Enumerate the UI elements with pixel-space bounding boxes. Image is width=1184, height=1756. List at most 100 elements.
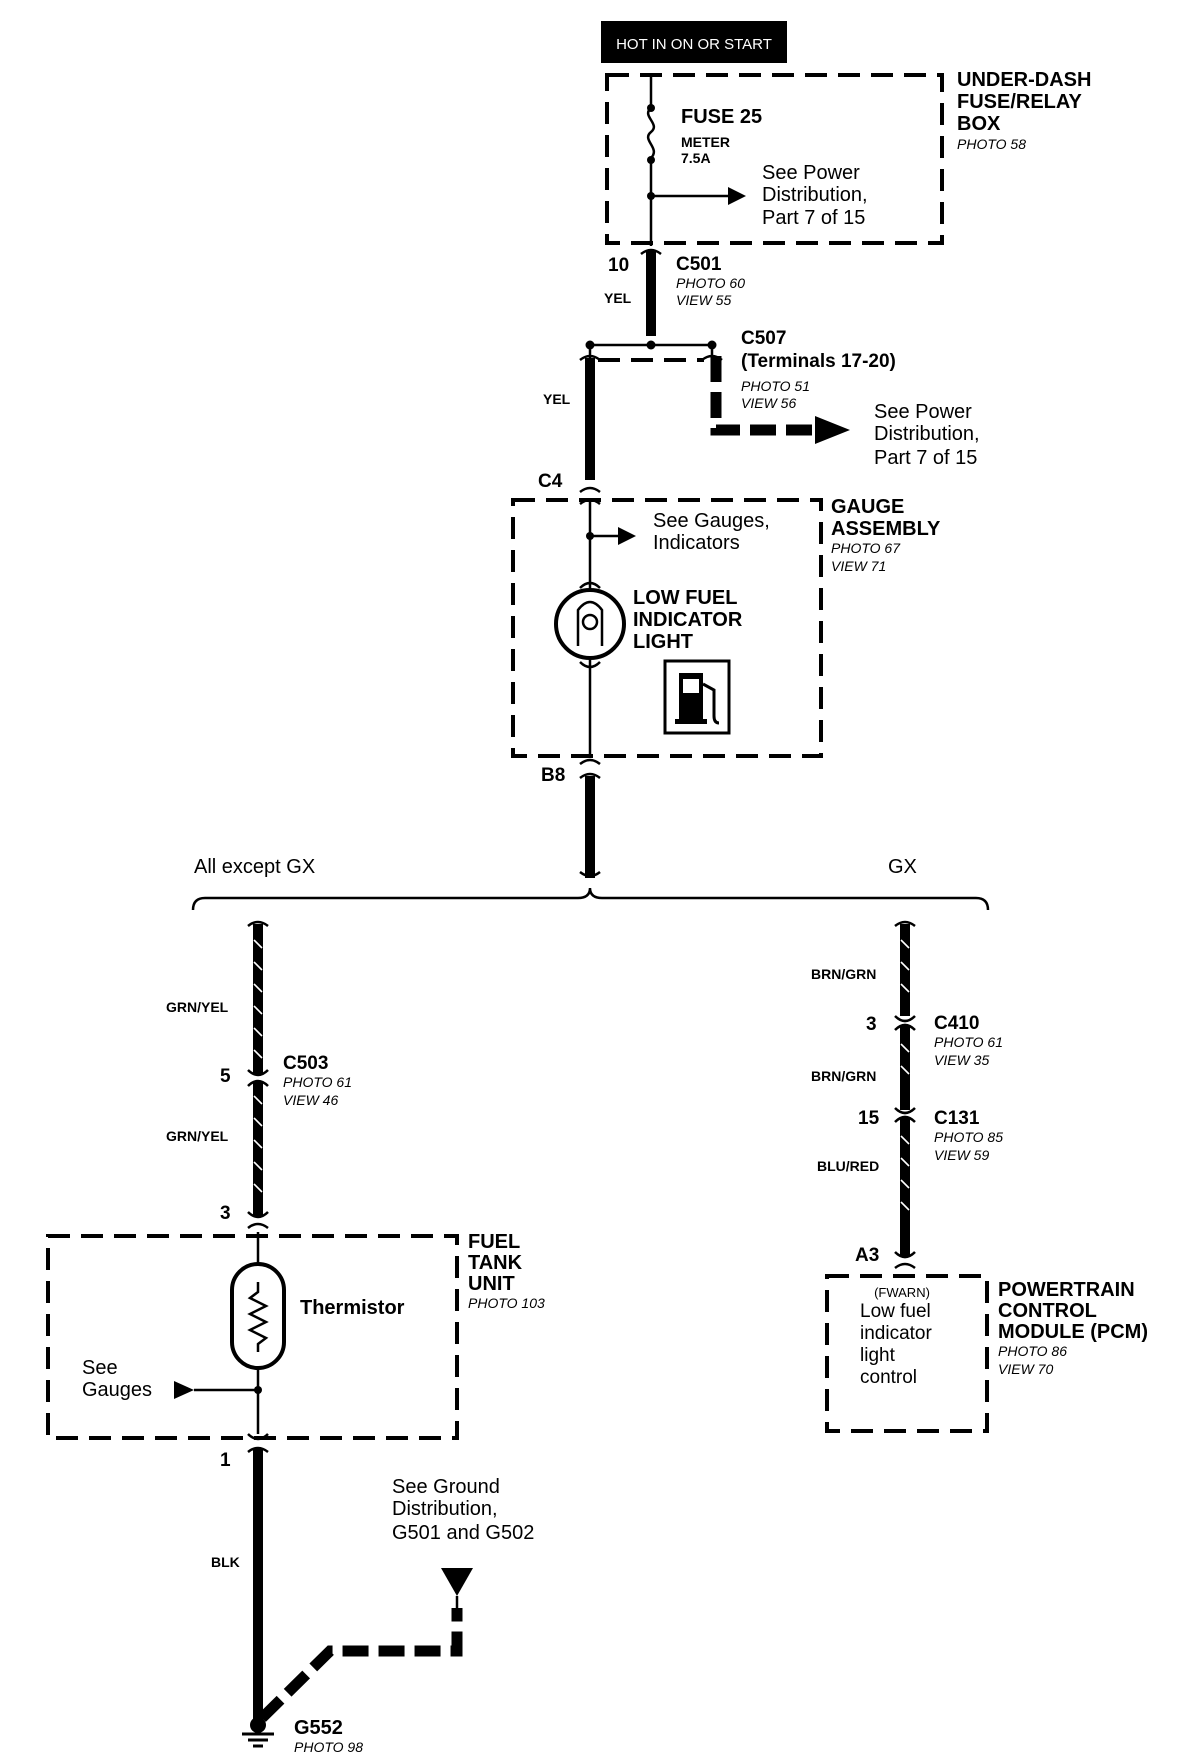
pcm-pin-in-connector [894,1262,916,1270]
gauge-name-2: ASSEMBLY [831,518,941,540]
see-power-1-line-2: Distribution, [762,184,868,206]
pcm-box [825,1274,989,1433]
c507-photo: PHOTO 51 [741,378,810,394]
c503-view: VIEW 46 [283,1092,338,1108]
pcm-line-3: light [860,1345,896,1366]
pcm-line-1: Low fuel [860,1301,931,1322]
left-wire-color-1: GRN/YEL [166,999,229,1015]
pcm-pin-in: A3 [855,1245,879,1266]
pcm-line-2: indicator [860,1323,932,1344]
fuel-pump-icon [663,659,731,735]
see-power-1-line-3: Part 7 of 15 [762,207,865,229]
branch-right-label: GX [888,856,917,878]
left-branch-wire [247,920,269,1219]
left-wire-color-2: GRN/YEL [166,1128,229,1144]
fuel-tank-see-1: See [82,1357,118,1379]
branch-left-label: All except GX [194,856,315,878]
fuel-tank-name-3: UNIT [468,1273,515,1295]
right-wire-color-3: BLU/RED [817,1158,879,1174]
ground-symbol-icon [242,1717,274,1748]
c507-name: C507 [741,328,786,349]
c501-view: VIEW 55 [676,292,731,308]
thermistor-icon [174,1232,286,1441]
gauge-photo: PHOTO 67 [831,540,901,556]
gauge-assembly-box [511,498,823,758]
see-power-1-line-1: See Power [762,162,860,184]
pcm-view: VIEW 70 [998,1361,1053,1377]
right-wire-color-2: BRN/GRN [811,1068,876,1084]
fuse-symbol [646,75,746,246]
c501-name: C501 [676,254,722,275]
c410-pin: 3 [866,1014,877,1035]
c131-name: C131 [934,1108,980,1129]
pcm-name-1: POWERTRAIN [998,1279,1135,1301]
c507-wire-color: YEL [543,391,571,407]
ground-wire [247,1446,473,1722]
fuel-tank-unit-box [46,1234,459,1440]
fuse-name: FUSE 25 [681,106,762,128]
ground-photo: PHOTO 98 [294,1739,363,1755]
c131-photo: PHOTO 85 [934,1129,1003,1145]
hot-label-box: HOT IN ON OR START [601,21,787,63]
thermistor-label: Thermistor [300,1297,405,1319]
ground-see-1: See Ground [392,1476,500,1498]
indicator-bulb-icon [554,581,626,669]
gauge-view: VIEW 71 [831,558,886,574]
underdash-name-3: BOX [957,113,1001,135]
c501-pin: 10 [608,255,629,276]
c503-photo: PHOTO 61 [283,1074,352,1090]
pcm-name-2: CONTROL [998,1300,1097,1322]
fuel-tank-name-1: FUEL [468,1231,520,1253]
fuel-tank-pin-in-connector [247,1222,269,1230]
right-wire-color-1: BRN/GRN [811,966,876,982]
fuse-sub-1: METER [681,134,730,150]
gauge-internal-wiring [586,502,636,754]
c501-wire-color: YEL [604,290,632,306]
c410-photo: PHOTO 61 [934,1034,1003,1050]
c410-name: C410 [934,1013,979,1034]
pcm-line-4: control [860,1367,917,1388]
fuel-tank-pin-out: 1 [220,1450,231,1471]
ground-see-2: Distribution, [392,1498,498,1520]
c503-pin: 5 [220,1066,231,1087]
see-power-2-line-3: Part 7 of 15 [874,447,977,469]
fuel-tank-name-2: TANK [468,1252,523,1274]
hot-label: HOT IN ON OR START [616,36,772,53]
gauge-pin-c4: C4 [538,471,563,492]
ground-name: G552 [294,1717,343,1739]
underdash-name-2: FUSE/RELAY [957,91,1083,113]
light-name-3: LIGHT [633,631,693,653]
c503-name: C503 [283,1053,328,1074]
c131-pin: 15 [858,1108,880,1129]
underdash-fuse-box [605,73,944,245]
fuel-tank-see-2: Gauges [82,1379,152,1401]
ground-see-3: G501 and G502 [392,1522,534,1544]
c507-splice [579,340,850,480]
ground-wire-color: BLK [211,1554,240,1570]
fuel-tank-photo: PHOTO 103 [468,1295,545,1311]
b8-wire [579,758,601,878]
light-name-2: INDICATOR [633,609,743,631]
pcm-fwarn: (FWARN) [874,1285,930,1300]
underdash-name-1: UNDER-DASH [957,69,1091,91]
gauge-pin-b8: B8 [541,765,565,786]
underdash-photo: PHOTO 58 [957,136,1026,152]
pcm-photo: PHOTO 86 [998,1343,1067,1359]
branch-bracket [191,887,990,911]
c507-terminals: (Terminals 17-20) [741,351,896,372]
see-power-2-line-2: Distribution, [874,423,980,445]
gauge-see-line-1: See Gauges, [653,510,770,532]
c507-view: VIEW 56 [741,395,796,411]
pcm-name-3: MODULE (PCM) [998,1321,1148,1343]
gauge-name-1: GAUGE [831,496,904,518]
see-power-2-line-1: See Power [874,401,972,423]
c131-view: VIEW 59 [934,1147,989,1163]
fuse-sub-2: 7.5A [681,150,711,166]
c501-connector [640,248,662,336]
fuel-tank-pin-in: 3 [220,1203,231,1224]
light-name-1: LOW FUEL [633,587,737,609]
c410-view: VIEW 35 [934,1052,989,1068]
c501-photo: PHOTO 60 [676,275,745,291]
gauge-see-line-2: Indicators [653,532,740,554]
